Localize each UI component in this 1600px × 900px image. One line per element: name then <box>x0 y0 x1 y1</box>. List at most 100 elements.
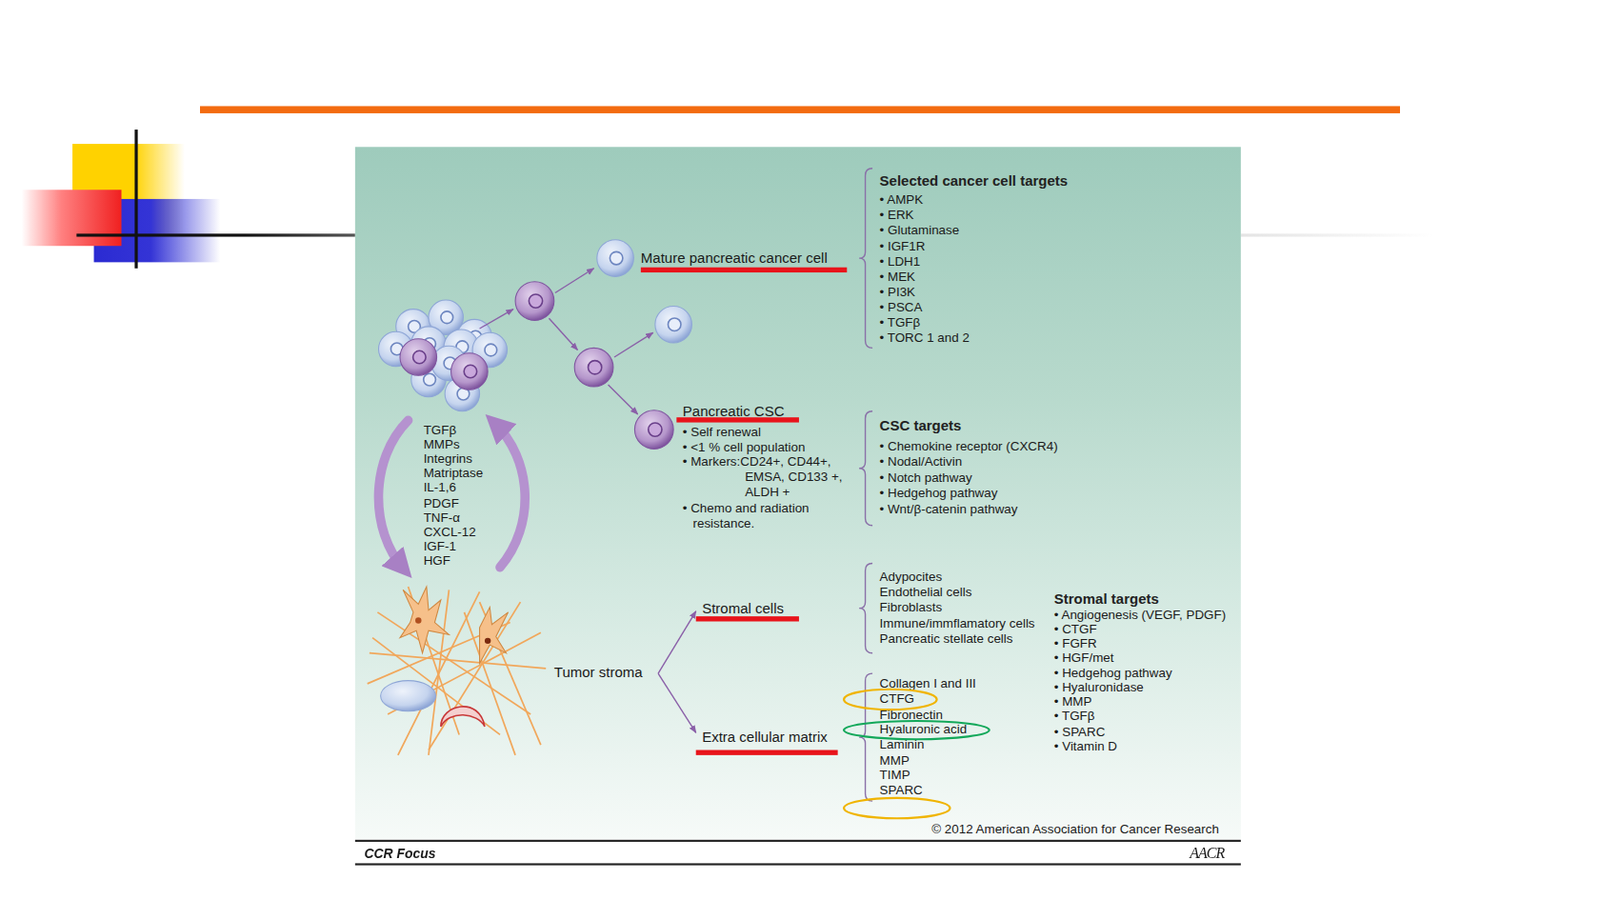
target-item: • Hyaluronidase <box>1054 680 1144 696</box>
cell-cluster <box>655 305 693 343</box>
cell-cluster <box>423 373 437 386</box>
stroma-cells <box>484 638 491 644</box>
highlight-ellipse <box>843 798 950 819</box>
cell-cluster <box>413 350 427 364</box>
factor-item: TNF-α <box>423 509 460 525</box>
stromal-cell-item: Immune/immflamatory cells <box>880 616 1036 632</box>
target-item: • Chemokine receptor (CXCR4) <box>880 438 1059 454</box>
cell-cluster <box>451 353 489 391</box>
matrix-item: Hyaluronic acid <box>843 721 990 738</box>
stroma-label: Extra cellular matrix <box>701 728 828 745</box>
stroma-fibers <box>367 586 547 756</box>
target-item: • MMP <box>1054 694 1093 710</box>
factor-item: MMPs <box>423 437 460 453</box>
lineage-arrows <box>658 673 697 733</box>
cell-cluster <box>597 240 635 278</box>
target-item: • AMPK <box>880 192 924 208</box>
matrix-item: SPARC <box>880 781 923 798</box>
factor-item: Integrins <box>423 452 473 468</box>
factor-item: TGFβ <box>423 422 457 439</box>
cell-label: Pancreatic CSC <box>682 402 785 420</box>
matrix-item: CTFG <box>843 691 938 707</box>
target-item: • TGFβ <box>1054 708 1096 724</box>
target-item: • Glutaminase <box>880 222 960 239</box>
exchange-arrows <box>378 420 408 569</box>
target-item: • MEK <box>880 268 916 284</box>
cell-cluster <box>634 410 674 450</box>
stroma-cells <box>380 586 509 727</box>
target-item: • CTGF <box>1054 621 1098 638</box>
cell-cluster <box>440 311 454 324</box>
cell-cluster <box>400 339 438 377</box>
property-item: • <1 % cell population <box>682 439 806 455</box>
target-item: • Notch pathway <box>880 469 973 485</box>
cell-cluster <box>574 347 614 387</box>
stromal-cell-item: Fibroblasts <box>880 599 943 615</box>
braces <box>859 168 873 349</box>
lineage-arrows <box>480 268 697 734</box>
target-item: • Angiogenesis (VEGF, PDGF) <box>1054 607 1226 623</box>
target-item: • TGFβ <box>880 315 921 331</box>
black-vline <box>134 129 138 269</box>
highlight-underlines <box>640 267 847 756</box>
lineage-arrows <box>480 309 514 329</box>
target-item: • Wnt/β-catenin pathway <box>880 501 1019 518</box>
target-item: • Vitamin D <box>1054 738 1118 754</box>
cell-cluster <box>648 422 662 437</box>
factor-item: IGF-1 <box>423 539 457 555</box>
heading: Stromal targets <box>1054 590 1160 607</box>
target-item: • LDH1 <box>880 253 921 269</box>
stroma-cells <box>380 680 437 712</box>
factor-item: PDGF <box>423 495 460 511</box>
exchange-arrows <box>378 420 525 569</box>
cell-cluster <box>463 364 478 379</box>
target-item: • ERK <box>880 207 915 223</box>
target-item: • TORC 1 and 2 <box>880 330 970 346</box>
black-hline <box>76 233 356 237</box>
cell-cluster <box>528 294 542 308</box>
highlighted-item: Hyaluronic acid <box>843 721 990 738</box>
stroma-cells <box>400 586 449 654</box>
stromal-cell-item: Endothelial cells <box>880 583 973 600</box>
highlight-ellipse <box>843 720 990 739</box>
gray-rule <box>1240 233 1436 237</box>
footer-rule <box>355 862 1241 865</box>
target-item: • IGF1R <box>880 238 926 254</box>
highlight-underlines <box>696 616 800 621</box>
cell-cluster <box>609 251 623 265</box>
orange-rule <box>200 105 1400 114</box>
lineage-arrows <box>614 332 654 358</box>
stroma-cells <box>415 617 421 623</box>
cell-cluster <box>667 318 681 332</box>
stroma-cells <box>440 706 485 727</box>
highlight-ellipse <box>843 688 938 709</box>
cell-cluster <box>588 360 602 375</box>
stromal-cell-item: Adypocites <box>880 568 943 584</box>
lineage-arrows <box>548 318 578 350</box>
matrix-item: TIMP <box>880 766 911 782</box>
matrix-item: MMP <box>880 752 910 768</box>
stromal-cell-item: Pancreatic stellate cells <box>880 631 1014 647</box>
lineage-arrows <box>555 268 595 294</box>
target-item: • HGF/met <box>1054 650 1115 666</box>
target-item: • FGFR <box>1054 636 1098 652</box>
lineage-arrows <box>658 611 697 674</box>
target-item: • PI3K <box>880 283 916 300</box>
footer-rule <box>355 840 1241 842</box>
cell-cluster <box>484 343 498 357</box>
property-item: • Self renewal <box>682 423 761 440</box>
property-item: • Chemo and radiation resistance. <box>682 500 826 532</box>
lineage-arrows <box>608 384 639 415</box>
journal-name: CCR Focus <box>364 845 437 861</box>
target-item: • Hedgehog pathway <box>1054 665 1173 681</box>
red-square <box>21 189 122 246</box>
cell-cluster <box>515 281 555 321</box>
stroma-label: Tumor stroma <box>554 664 643 681</box>
cell-label: Mature pancreatic cancer cell <box>640 250 828 267</box>
stroma-label: Stromal cells <box>701 600 784 617</box>
heading: CSC targets <box>880 417 962 434</box>
target-item: • Hedgehog pathway <box>880 484 999 500</box>
highlight-underlines <box>696 750 839 756</box>
highlight-underlines <box>640 267 847 273</box>
